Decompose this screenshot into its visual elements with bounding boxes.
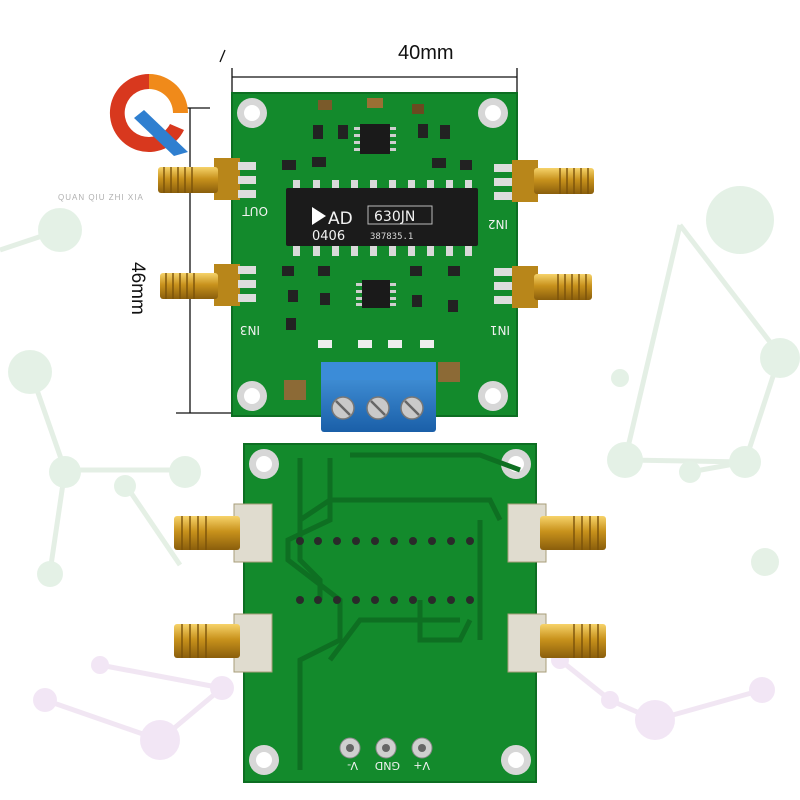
sma-connector-in2 bbox=[494, 160, 594, 202]
back-pcb bbox=[174, 443, 606, 783]
soic-chip-bottom bbox=[356, 280, 396, 308]
ad630-dip-chip bbox=[286, 180, 478, 256]
label-gnd: GND bbox=[375, 759, 400, 772]
brand-watermark-text: QUAN QIU ZHI XIA bbox=[58, 193, 144, 202]
width-dimension-label: 40mm bbox=[398, 42, 454, 64]
smd-components bbox=[282, 98, 472, 400]
height-dimension-label: 46mm bbox=[127, 262, 148, 315]
front-pcb bbox=[158, 92, 594, 432]
background-network bbox=[0, 186, 800, 760]
brand-logo-icon bbox=[109, 73, 188, 156]
analog-devices-logo-icon bbox=[312, 207, 326, 225]
chip-logo-text: AD bbox=[328, 209, 353, 229]
soic-chip-top bbox=[354, 124, 396, 154]
back-sma-right-bottom bbox=[507, 613, 606, 673]
sma-connector-out bbox=[158, 158, 256, 200]
power-pins bbox=[339, 737, 433, 759]
back-sma-left-bottom bbox=[174, 613, 273, 673]
back-mounting-holes bbox=[249, 449, 531, 775]
chip-lot-code: 387835.1 bbox=[370, 232, 413, 242]
label-in1: IN1 bbox=[490, 323, 510, 337]
chip-part-number: 630JN bbox=[374, 209, 415, 225]
dip-solder-pads bbox=[296, 537, 474, 604]
back-sma-right-top bbox=[507, 503, 606, 563]
label-out: OUT bbox=[242, 204, 268, 218]
mounting-holes bbox=[237, 98, 508, 411]
pcb-traces bbox=[285, 452, 521, 770]
label-in2: IN2 bbox=[488, 217, 508, 231]
chip-part-box bbox=[367, 205, 433, 225]
label-v-plus: V+ bbox=[413, 759, 430, 772]
sma-connector-in3 bbox=[160, 264, 256, 306]
screw-terminal-block bbox=[321, 362, 436, 432]
label-in3: IN3 bbox=[240, 323, 260, 337]
label-v-minus: V- bbox=[347, 759, 358, 772]
back-sma-left-top bbox=[174, 503, 273, 563]
chip-date-code: 0406 bbox=[312, 229, 345, 244]
sma-connector-in1 bbox=[494, 266, 592, 308]
